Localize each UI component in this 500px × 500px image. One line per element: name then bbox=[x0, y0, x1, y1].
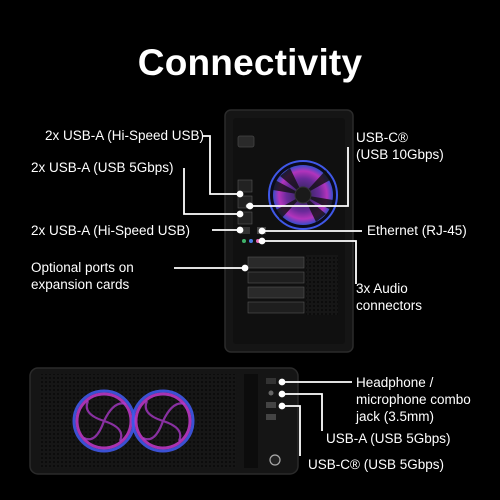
label-usbc-line2: (USB 10Gbps) bbox=[356, 147, 444, 162]
label-audio-line1: 3x Audio bbox=[356, 281, 408, 296]
label-expansion-line2: expansion cards bbox=[31, 277, 130, 292]
label-usba-hispeed-top: 2x USB-A (Hi-Speed USB) bbox=[45, 128, 205, 143]
power-button-icon bbox=[269, 454, 281, 466]
label-front-usbc: USB-C® (USB 5Gbps) bbox=[308, 457, 444, 472]
front-leader-lines bbox=[278, 378, 352, 456]
label-usba-5gbps: 2x USB-A (USB 5Gbps) bbox=[31, 160, 174, 175]
label-usbc-line1: USB-C® bbox=[356, 130, 408, 145]
tower-leader-lines bbox=[174, 135, 362, 284]
front-fan-right-icon bbox=[131, 389, 195, 453]
rear-fan-icon bbox=[268, 160, 338, 230]
power-socket-icon bbox=[237, 135, 255, 148]
label-ethernet: Ethernet (RJ-45) bbox=[367, 223, 467, 238]
label-front-usba: USB-A (USB 5Gbps) bbox=[326, 431, 451, 446]
tower-front-panel bbox=[29, 367, 299, 475]
headphone-jack-icon bbox=[268, 390, 274, 396]
label-audio-line2: connectors bbox=[356, 298, 423, 313]
page-title: Connectivity bbox=[137, 42, 363, 83]
label-headphone-line1: Headphone / bbox=[356, 375, 434, 390]
label-headphone-line3: jack (3.5mm) bbox=[356, 409, 435, 424]
label-headphone-line2: microphone combo bbox=[356, 392, 471, 407]
front-usbc-port-icon bbox=[266, 414, 276, 420]
label-usba-hispeed-bottom: 2x USB-A (Hi-Speed USB) bbox=[31, 223, 191, 238]
label-expansion-line1: Optional ports on bbox=[31, 260, 134, 275]
front-usba-port-icon bbox=[266, 402, 276, 408]
